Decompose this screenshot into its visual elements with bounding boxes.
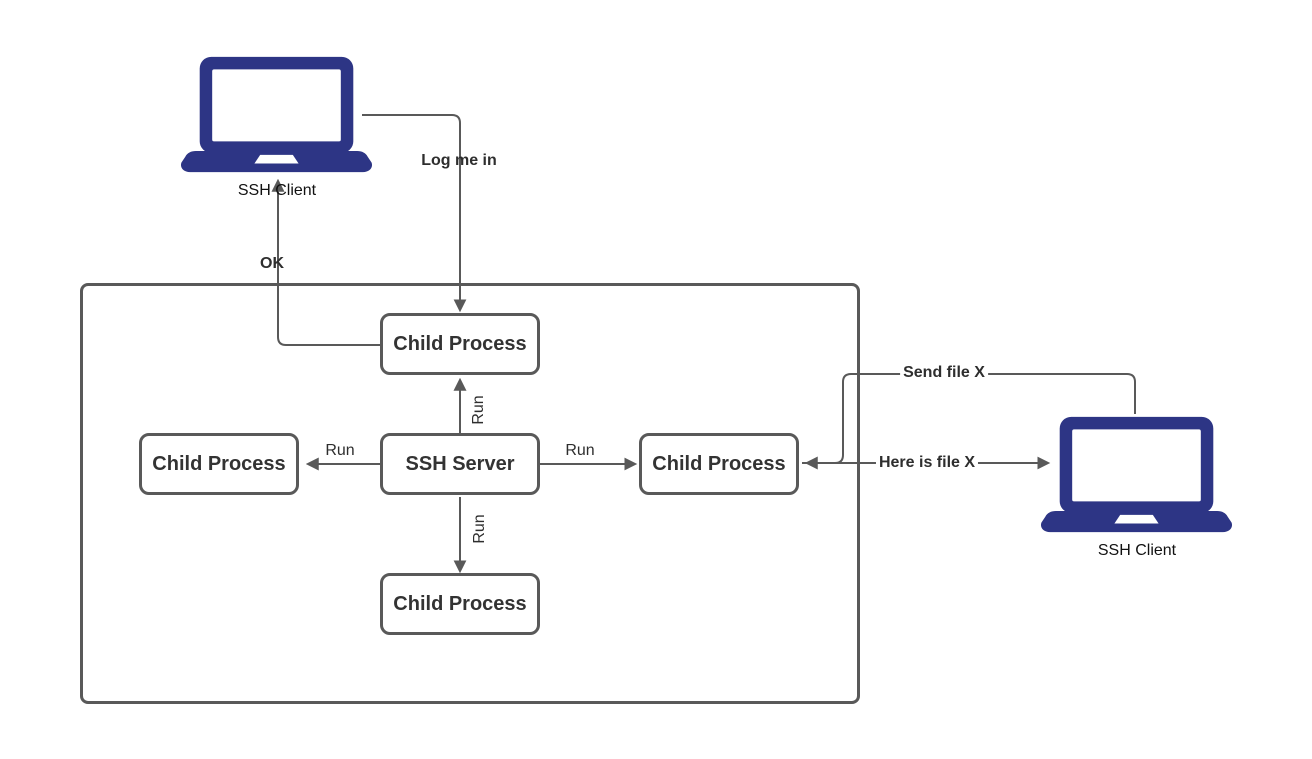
- node-child-process-bottom: Child Process: [380, 573, 540, 635]
- node-label: Child Process: [152, 452, 286, 475]
- laptop-icon: [180, 56, 373, 173]
- edge-label-ok: OK: [260, 255, 284, 273]
- node-label: Child Process: [652, 452, 786, 475]
- edge-label-run-up: Run: [470, 395, 488, 425]
- node-label: SSH Server: [405, 452, 515, 475]
- node-child-process-left: Child Process: [139, 433, 299, 495]
- node-label: Child Process: [393, 332, 527, 355]
- server-boundary-box: [80, 283, 860, 704]
- edge-label-run-left: Run: [325, 442, 355, 460]
- ssh-client-left-label: SSH Client: [237, 182, 317, 199]
- laptop-icon: [1040, 416, 1233, 533]
- connector-log-me-in: [362, 114, 467, 313]
- edge-label-send-file-x: Send file X: [900, 364, 988, 382]
- edge-label-log-me-in: Log me in: [421, 152, 497, 170]
- edge-label-run-down: Run: [471, 514, 489, 544]
- node-child-process-top: Child Process: [380, 313, 540, 375]
- node-ssh-server: SSH Server: [380, 433, 540, 495]
- ssh-client-right-label: SSH Client: [1097, 542, 1177, 559]
- node-label: Child Process: [393, 592, 527, 615]
- node-child-process-right: Child Process: [639, 433, 799, 495]
- edge-label-run-right: Run: [565, 442, 595, 460]
- edge-label-here-is-file-x: Here is file X: [875, 454, 979, 472]
